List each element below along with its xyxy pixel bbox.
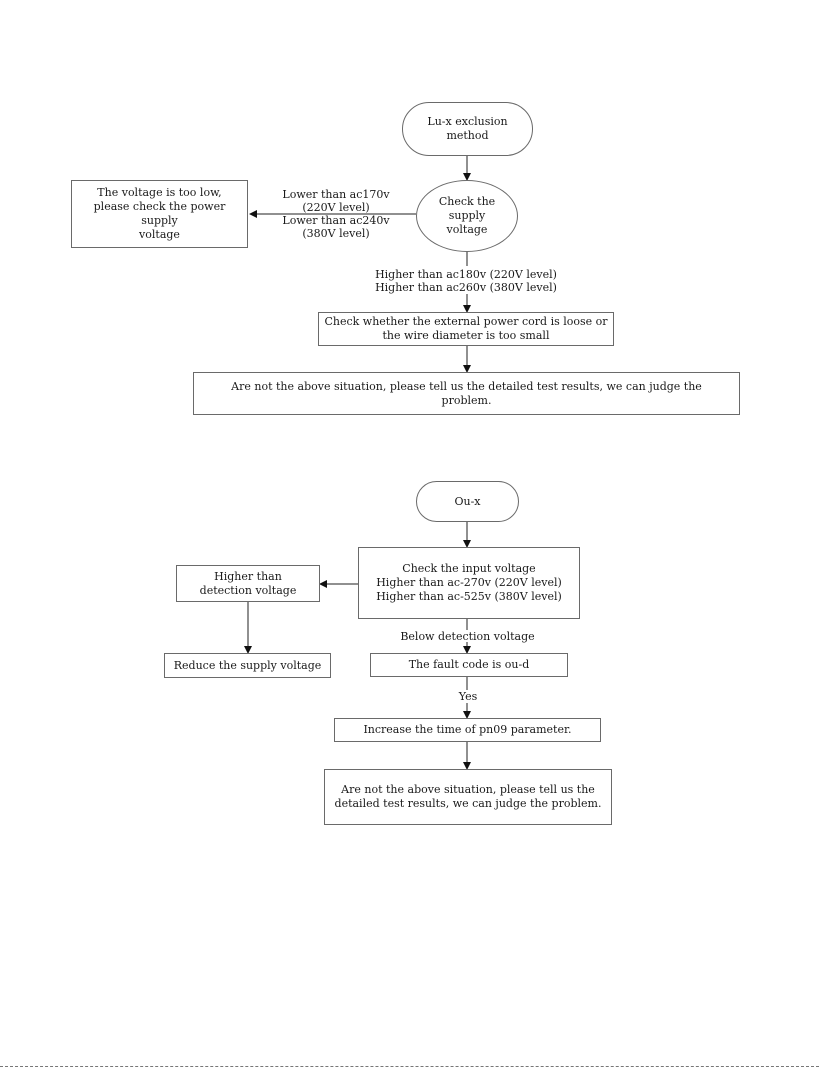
below-detection-label: Below detection voltage: [400, 630, 535, 643]
fault-code-node: The fault code is ou-d: [370, 653, 568, 677]
page-bottom-divider: [0, 1066, 819, 1067]
check-supply-voltage-node: Check the supply voltage: [416, 180, 518, 252]
yes-label: Yes: [458, 690, 478, 703]
lu-x-start-node: Lu-x exclusion method: [402, 102, 533, 156]
higher-than-detection-node: Higher than detection voltage: [176, 565, 320, 602]
check-input-voltage-node: Check the input voltage Higher than ac-2…: [358, 547, 580, 619]
check-power-cord-node: Check whether the external power cord is…: [318, 312, 614, 346]
ou-final-node: Are not the above situation, please tell…: [324, 769, 612, 825]
higher-than-condition-label: Higher than ac180v (220V level) Higher t…: [375, 268, 557, 294]
ou-x-start-node: Ou-x: [416, 481, 519, 522]
reduce-supply-voltage-node: Reduce the supply voltage: [164, 653, 331, 678]
increase-pn09-node: Increase the time of pn09 parameter.: [334, 718, 601, 742]
voltage-too-low-node: The voltage is too low, please check the…: [71, 180, 248, 248]
lu-final-node: Are not the above situation, please tell…: [193, 372, 740, 415]
lower-than-condition-label: Lower than ac170v (220V level) Lower tha…: [282, 188, 390, 240]
